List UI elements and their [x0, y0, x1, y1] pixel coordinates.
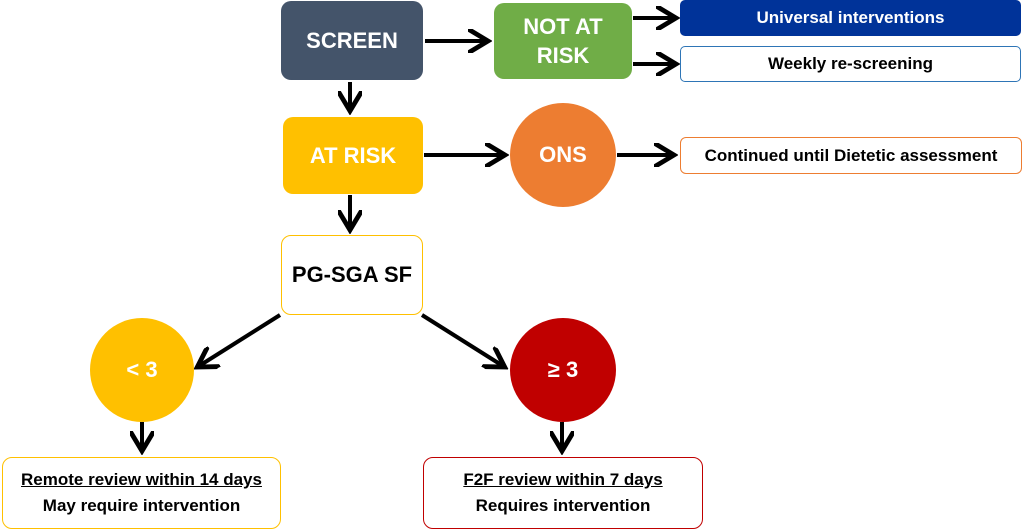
not-at-risk-line1: NOT AT: [523, 14, 603, 39]
not-at-risk-node: NOT AT RISK: [494, 3, 632, 79]
weekly-rescreening-box: Weekly re-screening: [680, 46, 1021, 82]
at-risk-node: AT RISK: [283, 117, 423, 194]
score-at-least-3-label: ≥ 3: [547, 357, 579, 382]
ons-label: ONS: [539, 142, 587, 167]
arrow-pgsga-to-lt3: [199, 313, 282, 366]
remote-review-heading: Remote review within 14 days: [21, 470, 262, 489]
continued-until-dietetic-label: Continued until Dietetic assessment: [704, 145, 998, 165]
universal-interventions-box: Universal interventions: [680, 0, 1021, 36]
at-risk-label: AT RISK: [309, 142, 397, 168]
pgsga-sf-box: PG-SGA SF: [281, 235, 423, 315]
remote-review-box: Remote review within 14 days May require…: [2, 457, 281, 529]
f2f-review-note: Requires intervention: [475, 496, 651, 515]
not-at-risk-line2: RISK: [536, 43, 590, 68]
score-less-than-3-label: < 3: [126, 357, 158, 382]
continued-until-dietetic-box: Continued until Dietetic assessment: [680, 137, 1022, 174]
pgsga-sf-label: PG-SGA SF: [291, 262, 413, 287]
score-less-than-3-circle: < 3: [90, 318, 194, 422]
arrow-pgsga-to-ge3: [420, 313, 503, 366]
remote-review-note: May require intervention: [42, 496, 241, 515]
ons-circle: ONS: [510, 103, 616, 207]
score-at-least-3-circle: ≥ 3: [510, 318, 616, 422]
f2f-review-heading: F2F review within 7 days: [463, 470, 663, 489]
universal-interventions-label: Universal interventions: [756, 8, 945, 27]
f2f-review-box: F2F review within 7 days Requires interv…: [423, 457, 703, 529]
weekly-rescreening-label: Weekly re-screening: [767, 54, 934, 73]
screen-node: SCREEN: [281, 1, 423, 80]
screen-label: SCREEN: [306, 27, 398, 53]
